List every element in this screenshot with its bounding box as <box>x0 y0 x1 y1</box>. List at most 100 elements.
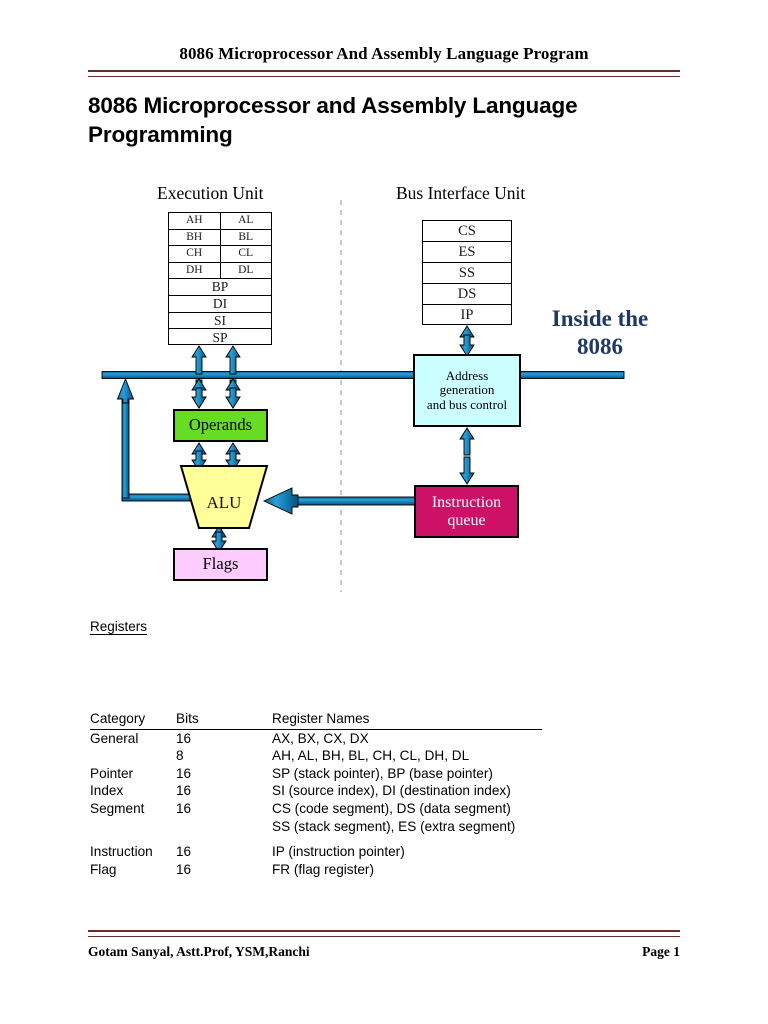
register-cell-bh: BH <box>169 229 221 246</box>
table-row: Instruction 16 IP (instruction pointer) <box>90 843 542 861</box>
alu-block: ALU <box>181 466 267 528</box>
eu-register-bus-arrows <box>191 345 241 409</box>
footer-rule <box>88 930 680 937</box>
register-cell-ch: CH <box>169 246 221 262</box>
cell-bits: 16 <box>176 861 192 877</box>
register-row-ax: AH AL <box>169 213 271 230</box>
register-cell-al: AL <box>238 214 254 227</box>
register-row-ss: SS <box>423 263 511 284</box>
register-cell-ss: SS <box>458 264 476 281</box>
instruction-queue-line-2: queue <box>447 511 486 529</box>
inside-caption-line-1: Inside the <box>551 306 649 331</box>
bus-interface-unit-label: Bus Interface Unit <box>396 183 526 203</box>
inside-caption-line-2: 8086 <box>577 334 623 360</box>
inside-8086-caption: Inside the 8086 <box>520 305 680 361</box>
cell-names: FR (flag register) <box>272 861 374 877</box>
register-row-bp: BP <box>169 279 271 296</box>
footer-author: Gotam Sanyal, Astt.Prof, YSM,Ranchi <box>88 944 310 959</box>
cell-category: General <box>90 730 139 746</box>
address-generation-block: Address generation and bus control <box>413 354 521 427</box>
column-header-bits: Bits <box>176 711 199 726</box>
register-cell-di: DI <box>212 296 228 312</box>
bus-interface-unit-register-table: CS ES SS DS IP <box>422 220 512 325</box>
biu-addrgen-arrow <box>459 325 475 357</box>
table-row: SS (stack segment), ES (extra segment) <box>90 818 542 836</box>
instruction-queue-line-1: Instruction <box>431 493 502 511</box>
register-cell-si: SI <box>213 312 226 328</box>
cell-category: Segment <box>90 800 145 816</box>
page-footer: Gotam Sanyal, Astt.Prof, YSM,Ranchi Page… <box>88 944 680 960</box>
instruction-queue-block: Instruction queue <box>414 485 519 538</box>
register-row-sp: SP <box>169 329 271 346</box>
register-row-ds: DS <box>423 284 511 305</box>
register-cell-dl: DL <box>238 263 254 276</box>
cell-names: IP (instruction pointer) <box>272 844 405 860</box>
address-generation-line-3: and bus control <box>426 396 508 412</box>
cell-bits: 8 <box>176 748 184 764</box>
register-cell-bl: BL <box>238 230 254 243</box>
register-cell-cs: CS <box>458 222 476 239</box>
register-cell-cl: CL <box>238 247 254 260</box>
cell-bits: 16 <box>176 844 192 860</box>
table-row: Pointer 16 SP (stack pointer), BP (base … <box>90 765 542 783</box>
register-cell-es: ES <box>458 243 476 260</box>
cell-category <box>90 747 176 765</box>
register-cell-sp: SP <box>212 329 228 345</box>
register-row-si: SI <box>169 313 271 330</box>
cell-names: AH, AL, BH, BL, CH, CL, DH, DL <box>272 748 470 764</box>
register-cell-ah: AH <box>169 213 221 229</box>
cell-names: AX, BX, CX, DX <box>272 730 369 746</box>
operands-block: Operands <box>173 409 268 442</box>
execution-unit-register-table: AH AL BH BL CH CL DH DL BP DI SI SP <box>168 212 272 345</box>
cell-category: Pointer <box>90 765 134 781</box>
register-row-cx: CH CL <box>169 246 271 263</box>
cell-names: CS (code segment), DS (data segment) <box>272 800 511 816</box>
cell-names: SS (stack segment), ES (extra segment) <box>272 818 516 834</box>
cell-names: SI (source index), DI (destination index… <box>272 783 511 799</box>
queue-alu-arrow <box>262 487 417 515</box>
cell-names: SP (stack pointer), BP (base pointer) <box>272 765 493 781</box>
register-cell-bp: BP <box>211 279 229 295</box>
system-bus-line <box>101 371 625 379</box>
flags-block: Flags <box>173 548 268 581</box>
registers-table: Category Bits Register Names General 16 … <box>90 710 542 878</box>
cell-bits: 16 <box>176 800 192 816</box>
table-row: Index 16 SI (source index), DI (destinat… <box>90 782 542 800</box>
page-title: 8086 Microprocessor and Assembly Languag… <box>88 93 578 147</box>
cell-category: Flag <box>90 861 117 877</box>
running-header: 8086 Microprocessor And Assembly Languag… <box>88 44 680 64</box>
table-row: Flag 16 FR (flag register) <box>90 861 542 879</box>
address-generation-line-1: Address <box>445 367 489 383</box>
execution-unit-label: Execution Unit <box>157 183 264 203</box>
registers-section-heading: Registers <box>90 619 148 634</box>
table-row: Segment 16 CS (code segment), DS (data s… <box>90 800 542 818</box>
cell-category: Instruction <box>90 844 153 860</box>
registers-table-header-row: Category Bits Register Names <box>90 710 542 730</box>
cell-bits <box>176 818 272 836</box>
register-row-es: ES <box>423 242 511 263</box>
address-generation-line-2: generation <box>439 382 495 398</box>
register-row-cs: CS <box>423 221 511 242</box>
column-header-register-names: Register Names <box>272 711 370 726</box>
table-row: 8 AH, AL, BH, BL, CH, CL, DH, DL <box>90 747 542 765</box>
register-row-di: DI <box>169 296 271 313</box>
bus-operands-arrows <box>191 378 241 409</box>
column-header-category: Category <box>90 711 146 726</box>
cell-bits: 16 <box>176 765 192 781</box>
cell-bits: 16 <box>176 730 192 746</box>
running-header-text: 8086 Microprocessor And Assembly Languag… <box>179 44 589 63</box>
register-row-dx: DH DL <box>169 262 271 280</box>
alu-label: ALU <box>206 493 242 512</box>
addrgen-queue-arrow <box>459 427 475 485</box>
cell-bits: 16 <box>176 783 192 799</box>
table-row: General 16 AX, BX, CX, DX <box>90 730 542 748</box>
register-cell-ds: DS <box>457 285 477 302</box>
header-rule <box>88 70 680 77</box>
table-row-spacer <box>90 835 542 843</box>
cell-category: Index <box>90 783 124 799</box>
footer-page-number: Page 1 <box>642 944 680 959</box>
register-cell-dh: DH <box>169 262 221 279</box>
register-row-bx: BH BL <box>169 229 271 247</box>
cell-category <box>90 818 176 836</box>
